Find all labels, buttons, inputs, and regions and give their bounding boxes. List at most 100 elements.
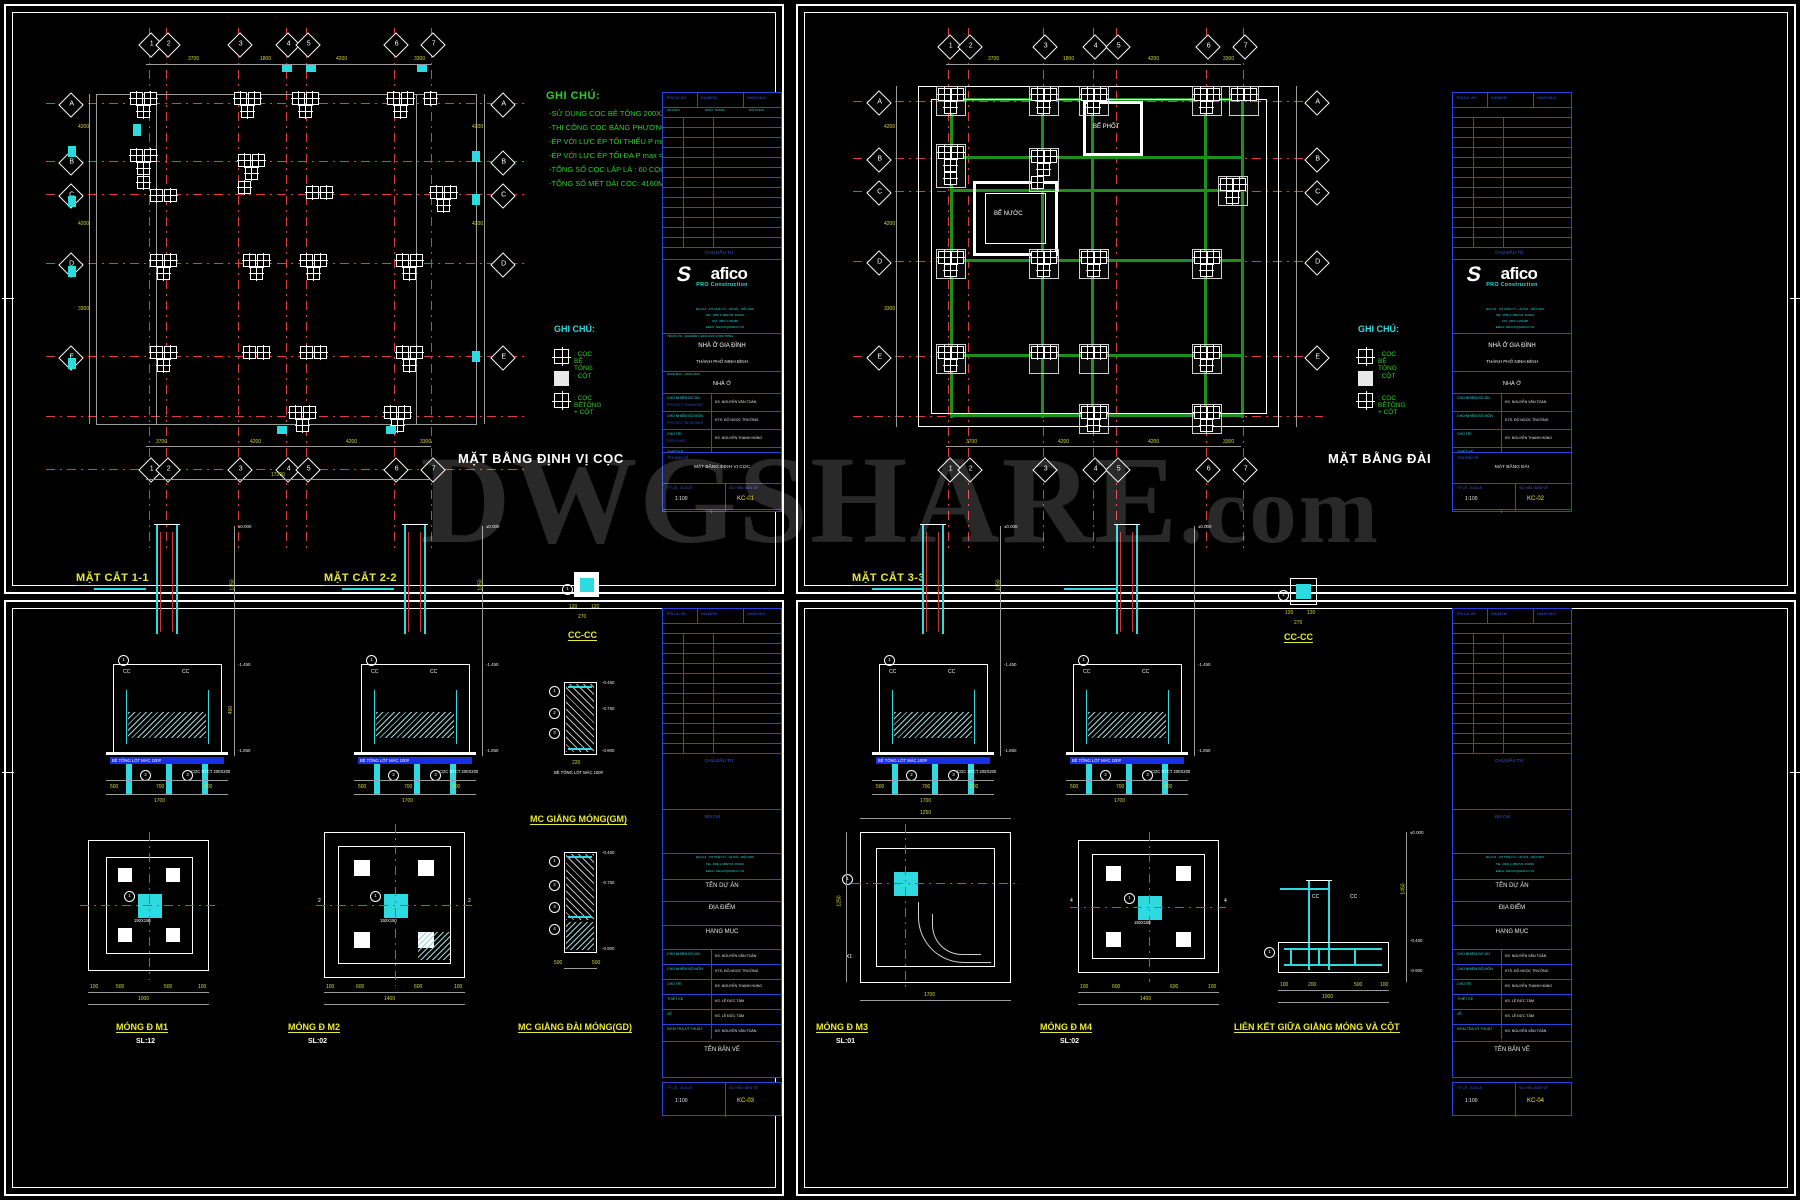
investor-label: CHỦ ĐẦU TƯ (1495, 758, 1524, 763)
role-name: KTS. ĐỖ NGỌC TRƯỜNG (1505, 969, 1549, 973)
pile-symbol (1206, 250, 1221, 265)
plan-title-m3: MÓNG Đ M3 (816, 1022, 869, 1033)
column-symbol (277, 426, 287, 434)
pile-symbol (163, 188, 178, 203)
pile-symbol (163, 345, 178, 360)
role-label: CHỦ NHIỆM BỘ MÔN (667, 414, 703, 418)
pile-symbol (299, 253, 314, 268)
pile-symbol (136, 104, 151, 119)
callout-bubble: 1 (1078, 655, 1089, 666)
pile-symbol (1036, 263, 1051, 278)
pile-symbol (299, 345, 314, 360)
pile-symbol (393, 104, 408, 119)
category-name: NHÀ Ở (1502, 381, 1522, 387)
level-mark: ±0.000 (486, 524, 500, 529)
title-block-4: TÊN DỰ ÁN ĐỊA ĐIỂM HẠNG MỤC CHỦ ĐẦU TƯ Đ… (1452, 608, 1572, 1078)
callout-bubble: 1 (124, 891, 135, 902)
plan-qty-m4: SL:02 (1060, 1038, 1080, 1045)
pile-symbol (298, 104, 313, 119)
role-name: KTS. ĐỖ NGỌC TRƯỜNG (715, 969, 759, 973)
role-label: THIẾT KẾ (1457, 997, 1474, 1001)
pile-symbol (251, 153, 266, 168)
legend-label: : CỘT (574, 373, 592, 380)
section-title-1-1: MẶT CẮT 1-1 (76, 572, 149, 586)
pile-symbol (237, 180, 252, 195)
legend-label: : CỘT (1378, 373, 1396, 380)
section-title-2-2: MẶT CẮT 2-2 (324, 572, 397, 586)
column-symbol (472, 194, 480, 205)
pile-symbol (1043, 250, 1058, 265)
drawing-name-label: TÊN BẢN VẼ (1457, 456, 1479, 460)
column-symbol (472, 351, 480, 362)
drawing-name: MẶT BẰNG ĐÀI (1494, 465, 1530, 470)
pile-symbol (256, 253, 271, 268)
callout-bubble: 1 (549, 856, 560, 867)
pile-symbol (386, 91, 401, 106)
pile-symbol (400, 91, 415, 106)
pile-symbol (233, 91, 248, 106)
plan-title-m2: MÓNG Đ M2 (288, 1022, 341, 1033)
role-name: KS. LÊ ĐỨC TÂM (1505, 1014, 1534, 1018)
pile-symbol (423, 91, 438, 106)
pile-symbol (237, 153, 252, 168)
pile-symbol (1043, 345, 1058, 360)
detail-title-connection: LIÊN KẾT GIỮA GIẰNG MÓNG VÀ CỘT (1234, 1022, 1400, 1033)
pile-symbol (149, 188, 164, 203)
callout-bubble: 1 (562, 584, 573, 595)
legend-block: GHI CHÚ: : CỌC BÊ TÔNG : CỘT : CỌC BÊTÔN… (552, 324, 601, 416)
pile-symbol (136, 175, 151, 190)
title-block-1-footer: TÊN BẢN VẼ MẶT BẰNG ĐỊNH VỊ CỌC TỶ LỆ - … (662, 452, 782, 511)
project-name: NHÀ Ở GIA ĐÌNH (1488, 343, 1536, 349)
plan-qty-m1: SL:12 (136, 1038, 156, 1045)
company-email: EMAIL: SAFICO@SAFICO.VN (705, 325, 745, 329)
logo-text: afico (1500, 264, 1538, 283)
pile-symbol (1086, 100, 1101, 115)
pile-symbol (429, 185, 444, 200)
company-fax: FAX: (084) 3.152498 (1502, 319, 1528, 323)
callout-bubble: 3 (549, 728, 560, 739)
role-label: VẼ (667, 1012, 672, 1016)
notes-line: -TỔNG SỐ MÉT DÀI CỌC: 4160M (549, 179, 665, 188)
column-symbol (306, 64, 316, 72)
company-address: ĐỊA CHỈ : 176 TRẦN VỸ - HÀ NỘI - VIỆT NA… (1486, 307, 1544, 311)
pile-symbol (950, 345, 965, 360)
role-name: KS. NGUYỄN VĂN TOÀN (715, 954, 757, 958)
pile-symbol (1199, 263, 1214, 278)
pile-symbol (136, 161, 151, 176)
pile-symbol (943, 100, 958, 115)
title-block-2-footer: TÊN BẢN VẼ MẶT BẰNG ĐÀI TỶ LỆ - SCALE 1:… (1452, 452, 1572, 511)
pile-symbol (1093, 405, 1108, 420)
title-block-3-footer: TỶ LỆ - SCALE 1:100 SỐ HIỆU BẢN VẼ KC-03 (662, 1082, 782, 1117)
pile-symbol (1199, 358, 1214, 373)
role-label: KIỂM TRA KỸ THUẬT (1457, 1027, 1493, 1031)
pile-symbol (129, 148, 144, 163)
pile-symbol (1086, 418, 1101, 433)
logo-text: afico (710, 264, 748, 283)
notes-title: GHI CHÚ: (546, 90, 601, 102)
company-address: ĐỊA CHỈ : 176 TRẦN VỸ - HÀ NỘI - VIỆT NA… (696, 307, 754, 311)
section-title-cc-cc-right: CC-CC (1284, 632, 1313, 643)
sheet-number: KC-03 (737, 1098, 755, 1104)
tank-label-water: BỂ NƯỚC (994, 211, 1023, 217)
column-symbol (68, 358, 76, 369)
drawing-title: MẶT BẰNG ĐỊNH VỊ CỌC (458, 451, 624, 466)
pile-symbol (1206, 405, 1221, 420)
pile-symbol (1225, 190, 1240, 205)
category-name: HẠNG MỤC (1495, 929, 1529, 935)
project-name: NHÀ Ở GIA ĐÌNH (698, 343, 746, 349)
role-label: CHỦ NHIỆM BỘ MÔN (1457, 414, 1493, 418)
notes-line: -TỔNG SỐ CỌC LẮP LÀ : 60 CỌC (549, 165, 666, 174)
company-logo: S afico PRO Construction (1453, 263, 1571, 305)
role-name: KS. NGUYỄN VĂN TOÀN (715, 1029, 757, 1033)
role-sub: DESIGNER (667, 439, 686, 443)
pile-symbol (256, 345, 271, 360)
role-sub: PROJECT DESIGNER (667, 421, 704, 425)
pile-symbol (163, 253, 178, 268)
pile-symbol (302, 405, 317, 420)
pile-symbol (943, 171, 958, 186)
category-name: NHÀ Ở (712, 381, 732, 387)
role-name: KS. NGUYỄN VĂN TOÀN (715, 400, 757, 404)
column-symbol (133, 124, 141, 136)
pile-symbol (1230, 87, 1245, 102)
pile-symbol (1243, 87, 1258, 102)
